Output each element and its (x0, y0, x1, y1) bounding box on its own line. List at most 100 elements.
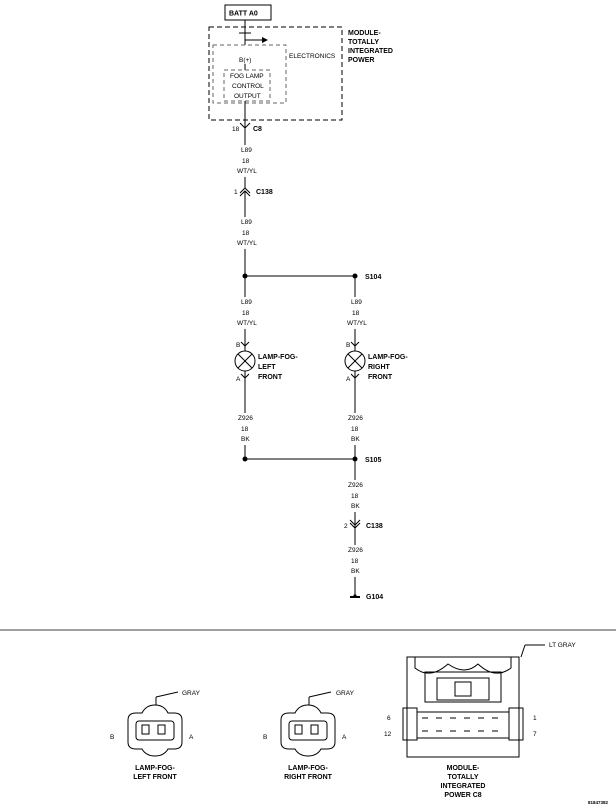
wire-8-circuit: Z926 (348, 547, 363, 554)
lamp-right-name-2: RIGHT (368, 364, 391, 371)
c138-b-pin: 2 (344, 523, 348, 530)
electronics-box (212, 44, 287, 104)
fog-left-caption-2: LEFT FRONT (133, 774, 177, 781)
c138-a-label: C138 (256, 189, 273, 196)
switch-arrow-icon (262, 37, 268, 43)
wire-3-color: WT/YL (237, 320, 257, 327)
module-name-line-4: POWER (348, 57, 374, 64)
wire-4-color: WT/YL (347, 320, 367, 327)
fog-left-housing (127, 704, 183, 757)
wire-label-bg-8 (344, 545, 366, 577)
connector-view-fog-left: GRAY B A LAMP-FOG- LEFT FRONT (110, 690, 201, 781)
fog-right-caption-2: RIGHT FRONT (284, 774, 333, 781)
module-name-line-2: TOTALLY (348, 39, 379, 46)
wire-2-circuit: L89 (241, 219, 252, 226)
wire-1-gauge: 18 (242, 158, 250, 165)
c8-caption-4: POWER C8 (444, 792, 481, 799)
fog-right-caption-1: LAMP-FOG- (288, 765, 328, 772)
fog-left-terminal-b (141, 724, 150, 735)
c8-caption-2: TOTALLY (448, 774, 479, 781)
b-plus-label: B(+) (239, 57, 251, 64)
wire-8-gauge: 18 (351, 558, 359, 565)
fog-left-face (135, 720, 175, 741)
fog-left-pin-b: B (110, 734, 114, 741)
c138-a-pin: 1 (234, 189, 238, 196)
c8-side-latch-left (402, 707, 418, 741)
wire-8-color: BK (351, 568, 360, 575)
fog-control-line-2: CONTROL (232, 83, 264, 90)
wire-7-gauge: 18 (351, 493, 359, 500)
wire-6-gauge: 18 (351, 426, 359, 433)
fog-right-face (288, 720, 328, 741)
lamp-right-name-3: FRONT (368, 374, 393, 381)
lamp-right-pin-b: B (346, 342, 350, 349)
c8-lock-inner (436, 677, 490, 701)
module-name-line-1: MODULE- (348, 30, 381, 37)
wire-4-gauge: 18 (352, 310, 360, 317)
s104-label: S104 (365, 274, 381, 281)
wire-6-color: BK (351, 436, 360, 443)
wire-4-circuit: L89 (351, 299, 362, 306)
lamp-fog-left: B A LAMP-FOG- LEFT FRONT (234, 341, 298, 383)
lamp-left-name-3: FRONT (258, 374, 283, 381)
lamp-fog-right: B A LAMP-FOG- RIGHT FRONT (344, 341, 408, 383)
module-name-line-3: INTEGRATED (348, 48, 393, 55)
lamp-left-pin-b: B (236, 342, 240, 349)
fog-control-line-1: FOG LAMP (230, 73, 264, 80)
connector-view-fog-right: GRAY B A LAMP-FOG- RIGHT FRONT (263, 690, 355, 781)
c8-caption-3: INTEGRATED (441, 783, 486, 790)
module-tipm-name: MODULE- TOTALLY INTEGRATED POWER (348, 30, 393, 64)
fog-right-terminal-a (310, 724, 319, 735)
fog-right-pin-b: B (263, 734, 267, 741)
wire-5-circuit: Z926 (238, 415, 253, 422)
c8-lock-tab (454, 681, 472, 697)
wire-5-color: BK (241, 436, 250, 443)
fog-right-terminal-b (294, 724, 303, 735)
fog-right-color: GRAY (336, 690, 355, 697)
batt-a0-label-group: BATT A0 (224, 4, 272, 21)
c8-pin-7: 7 (533, 731, 537, 738)
wire-5-gauge: 18 (241, 426, 249, 433)
c8-housing (406, 656, 520, 758)
c8-leader-d (520, 644, 526, 658)
fog-right-housing (280, 704, 336, 757)
wire-2-color: WT/YL (237, 240, 257, 247)
c8-latch-top (414, 657, 512, 674)
lamp-left-name-1: LAMP-FOG- (258, 354, 298, 361)
c138-a-upper (239, 187, 251, 194)
wire-label-bg-7 (344, 480, 366, 512)
wire-7-circuit: Z926 (348, 482, 363, 489)
wire-2-gauge: 18 (242, 230, 250, 237)
fog-left-color: GRAY (182, 690, 201, 697)
wire-label-bg-2 (235, 217, 255, 249)
fog-right-leader-d (308, 691, 332, 698)
wire-label-bg-6 (344, 413, 366, 445)
c8-pin-6: 6 (387, 715, 391, 722)
c8-cavity-block (416, 711, 510, 739)
s105-dot-left (242, 456, 248, 462)
c8-side-latch-right (508, 707, 524, 741)
figure-id: 81847382 (588, 800, 609, 805)
fog-control-line-3: OUTPUT (234, 93, 261, 100)
connector-view-module-c8: LT GRAY 6 12 1 7 MODULE- TOTALLY INTEGRA… (384, 642, 576, 799)
lamp-right-x2 (347, 353, 363, 369)
fog-control-box (223, 69, 271, 102)
wire-3-circuit: L89 (241, 299, 252, 306)
lamp-right-pin-a: A (346, 376, 351, 383)
fog-left-pin-a: A (189, 734, 194, 741)
batt-a0-label: BATT A0 (229, 11, 258, 18)
electronics-label: ELECTRONICS (289, 53, 336, 60)
wire-6-circuit: Z926 (348, 415, 363, 422)
lamp-left-pin-a: A (236, 376, 241, 383)
fog-left-terminal-a (157, 724, 166, 735)
wire-7-color: BK (351, 503, 360, 510)
wire-1-circuit: L89 (241, 147, 252, 154)
c8-lock-frame (424, 671, 502, 703)
fog-left-caption-1: LAMP-FOG- (135, 765, 175, 772)
lamp-right-name-1: LAMP-FOG- (368, 354, 408, 361)
c8-pin: 18 (232, 126, 240, 133)
wire-label-bg-5 (234, 413, 256, 445)
fog-left-leader-d (155, 691, 179, 698)
c138-b-label: C138 (366, 523, 383, 530)
